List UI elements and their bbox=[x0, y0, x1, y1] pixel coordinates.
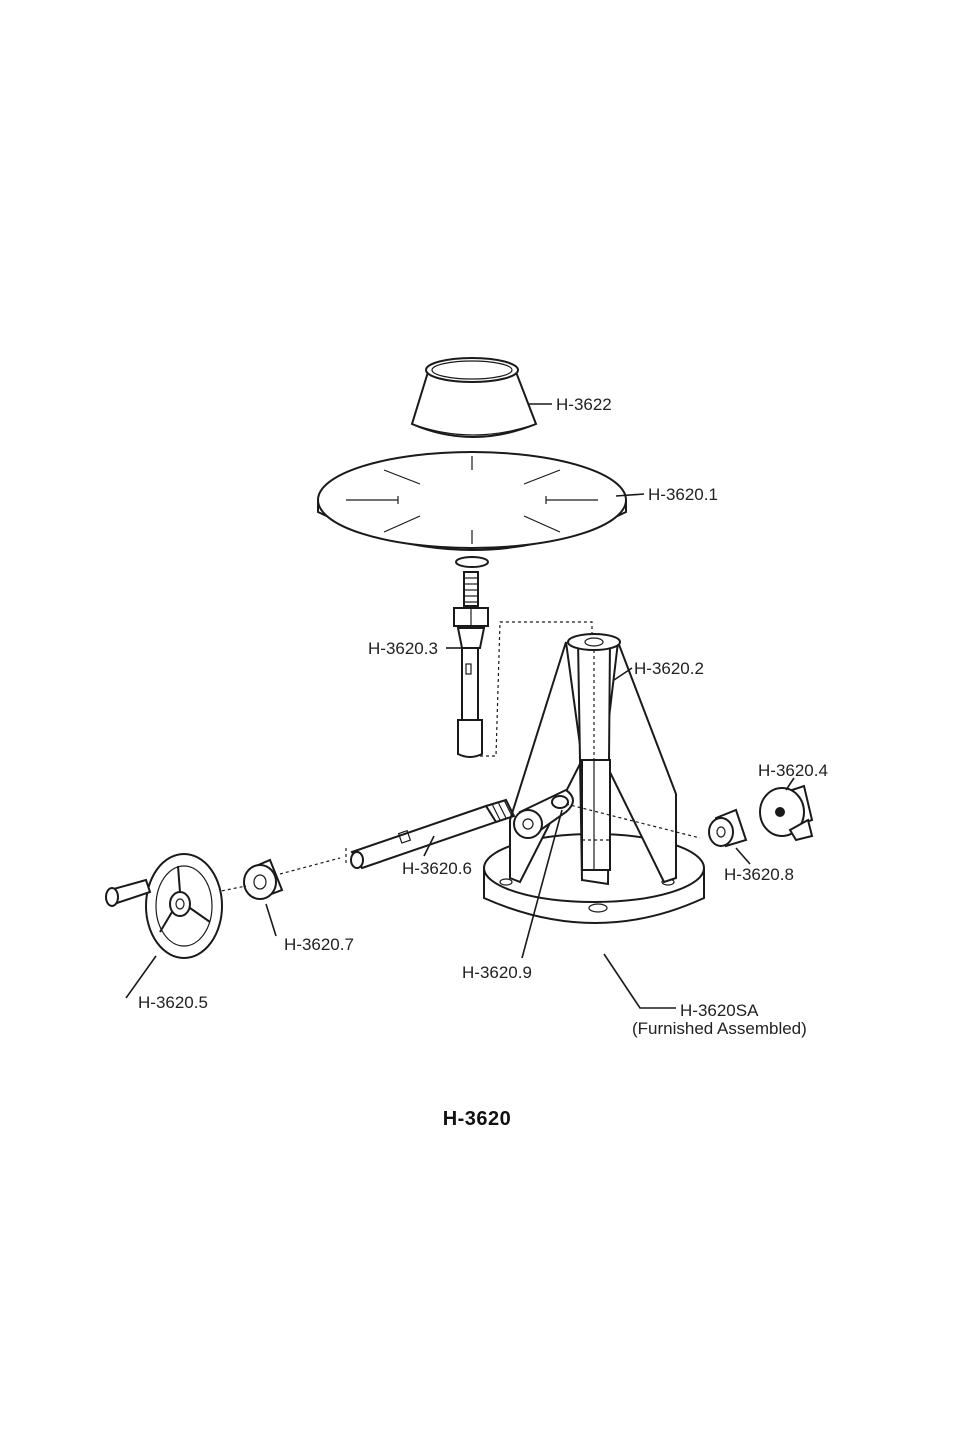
collar-part bbox=[215, 857, 341, 900]
mold-label: H-3622 bbox=[556, 395, 612, 414]
shaft-leader bbox=[423, 835, 435, 857]
mold-part bbox=[410, 357, 538, 438]
rod-guide-line bbox=[480, 621, 593, 757]
stand-leader bbox=[613, 667, 633, 681]
shaft-part bbox=[345, 798, 516, 870]
base-plate-leader bbox=[615, 493, 645, 497]
base-plate-label: H-3620.1 bbox=[648, 485, 718, 504]
bushing-part bbox=[708, 808, 748, 848]
rod-part bbox=[453, 571, 489, 758]
cam-label: H-3620.9 bbox=[462, 963, 532, 982]
collar-leader bbox=[265, 903, 277, 937]
cam-part bbox=[513, 788, 701, 839]
diagram-caption: H-3620 bbox=[442, 1108, 512, 1130]
assembly-leader bbox=[603, 953, 676, 1009]
handwheel-label: H-3620.5 bbox=[138, 993, 208, 1012]
handwheel-part bbox=[105, 853, 223, 959]
handwheel-leader bbox=[125, 955, 157, 999]
assembly-note: (Furnished Assembled) bbox=[632, 1019, 807, 1038]
knob-leader bbox=[785, 777, 795, 791]
knob-part bbox=[759, 784, 814, 842]
rod-label: H-3620.3 bbox=[368, 639, 438, 658]
base-plate-part bbox=[317, 451, 627, 568]
bushing-leader bbox=[735, 847, 751, 865]
cam-leader bbox=[521, 809, 563, 959]
knob-label: H-3620.4 bbox=[758, 761, 828, 780]
stand-label: H-3620.2 bbox=[634, 659, 704, 678]
bushing-label: H-3620.8 bbox=[724, 865, 794, 884]
collar-label: H-3620.7 bbox=[284, 935, 354, 954]
shaft-label: H-3620.6 bbox=[402, 859, 472, 878]
assembly-label: H-3620SA bbox=[680, 1001, 759, 1020]
